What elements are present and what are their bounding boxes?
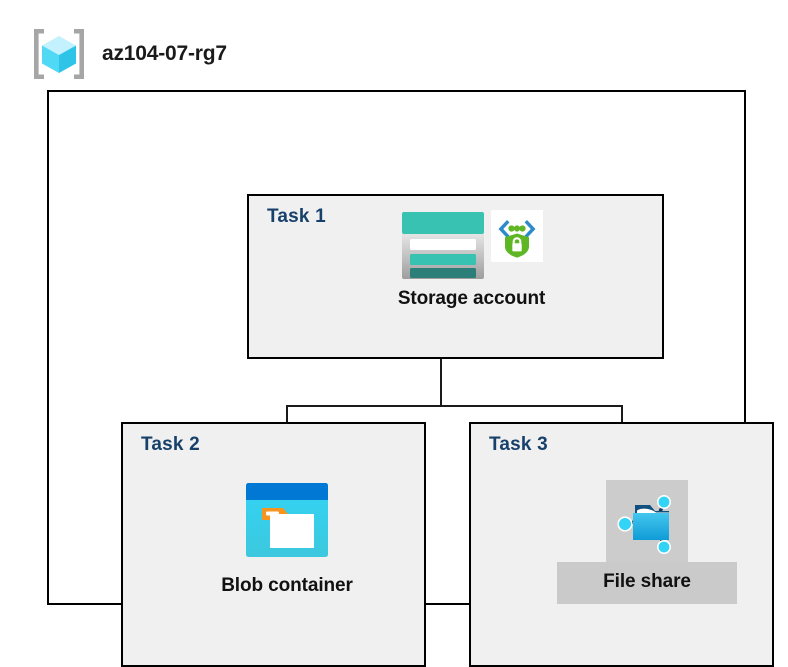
file-share-icon [617,495,671,554]
task-3-label: Task 3 [489,434,548,455]
resource-group-boundary: Task 1 [47,90,774,667]
blob-container-caption: Blob container [221,575,353,596]
blob-container-icon [246,483,328,557]
connector-storage-to-branch [440,320,442,406]
storage-account-icon-row [401,210,543,282]
file-share-caption: File share [603,571,691,592]
task-1-label: Task 1 [267,206,326,227]
resource-group-title: az104-07-rg7 [102,42,227,65]
storage-account-caption: Storage account [397,288,546,309]
file-share-selection-highlight [606,480,688,562]
task-2-label: Task 2 [141,434,200,455]
task-3-box[interactable]: Task 3 [469,422,774,667]
file-share-label-highlight: File share [557,562,737,604]
resource-group-icon [34,29,84,79]
security-shield-icon [490,210,543,262]
storage-account-icon [401,212,484,279]
node-blob-container[interactable]: Blob container [201,482,373,597]
node-file-share[interactable]: File share [557,480,737,604]
connector-branch-bar [286,405,623,407]
resource-group-header: az104-07-rg7 [30,26,227,82]
node-storage-account[interactable]: Storage account [394,210,549,310]
